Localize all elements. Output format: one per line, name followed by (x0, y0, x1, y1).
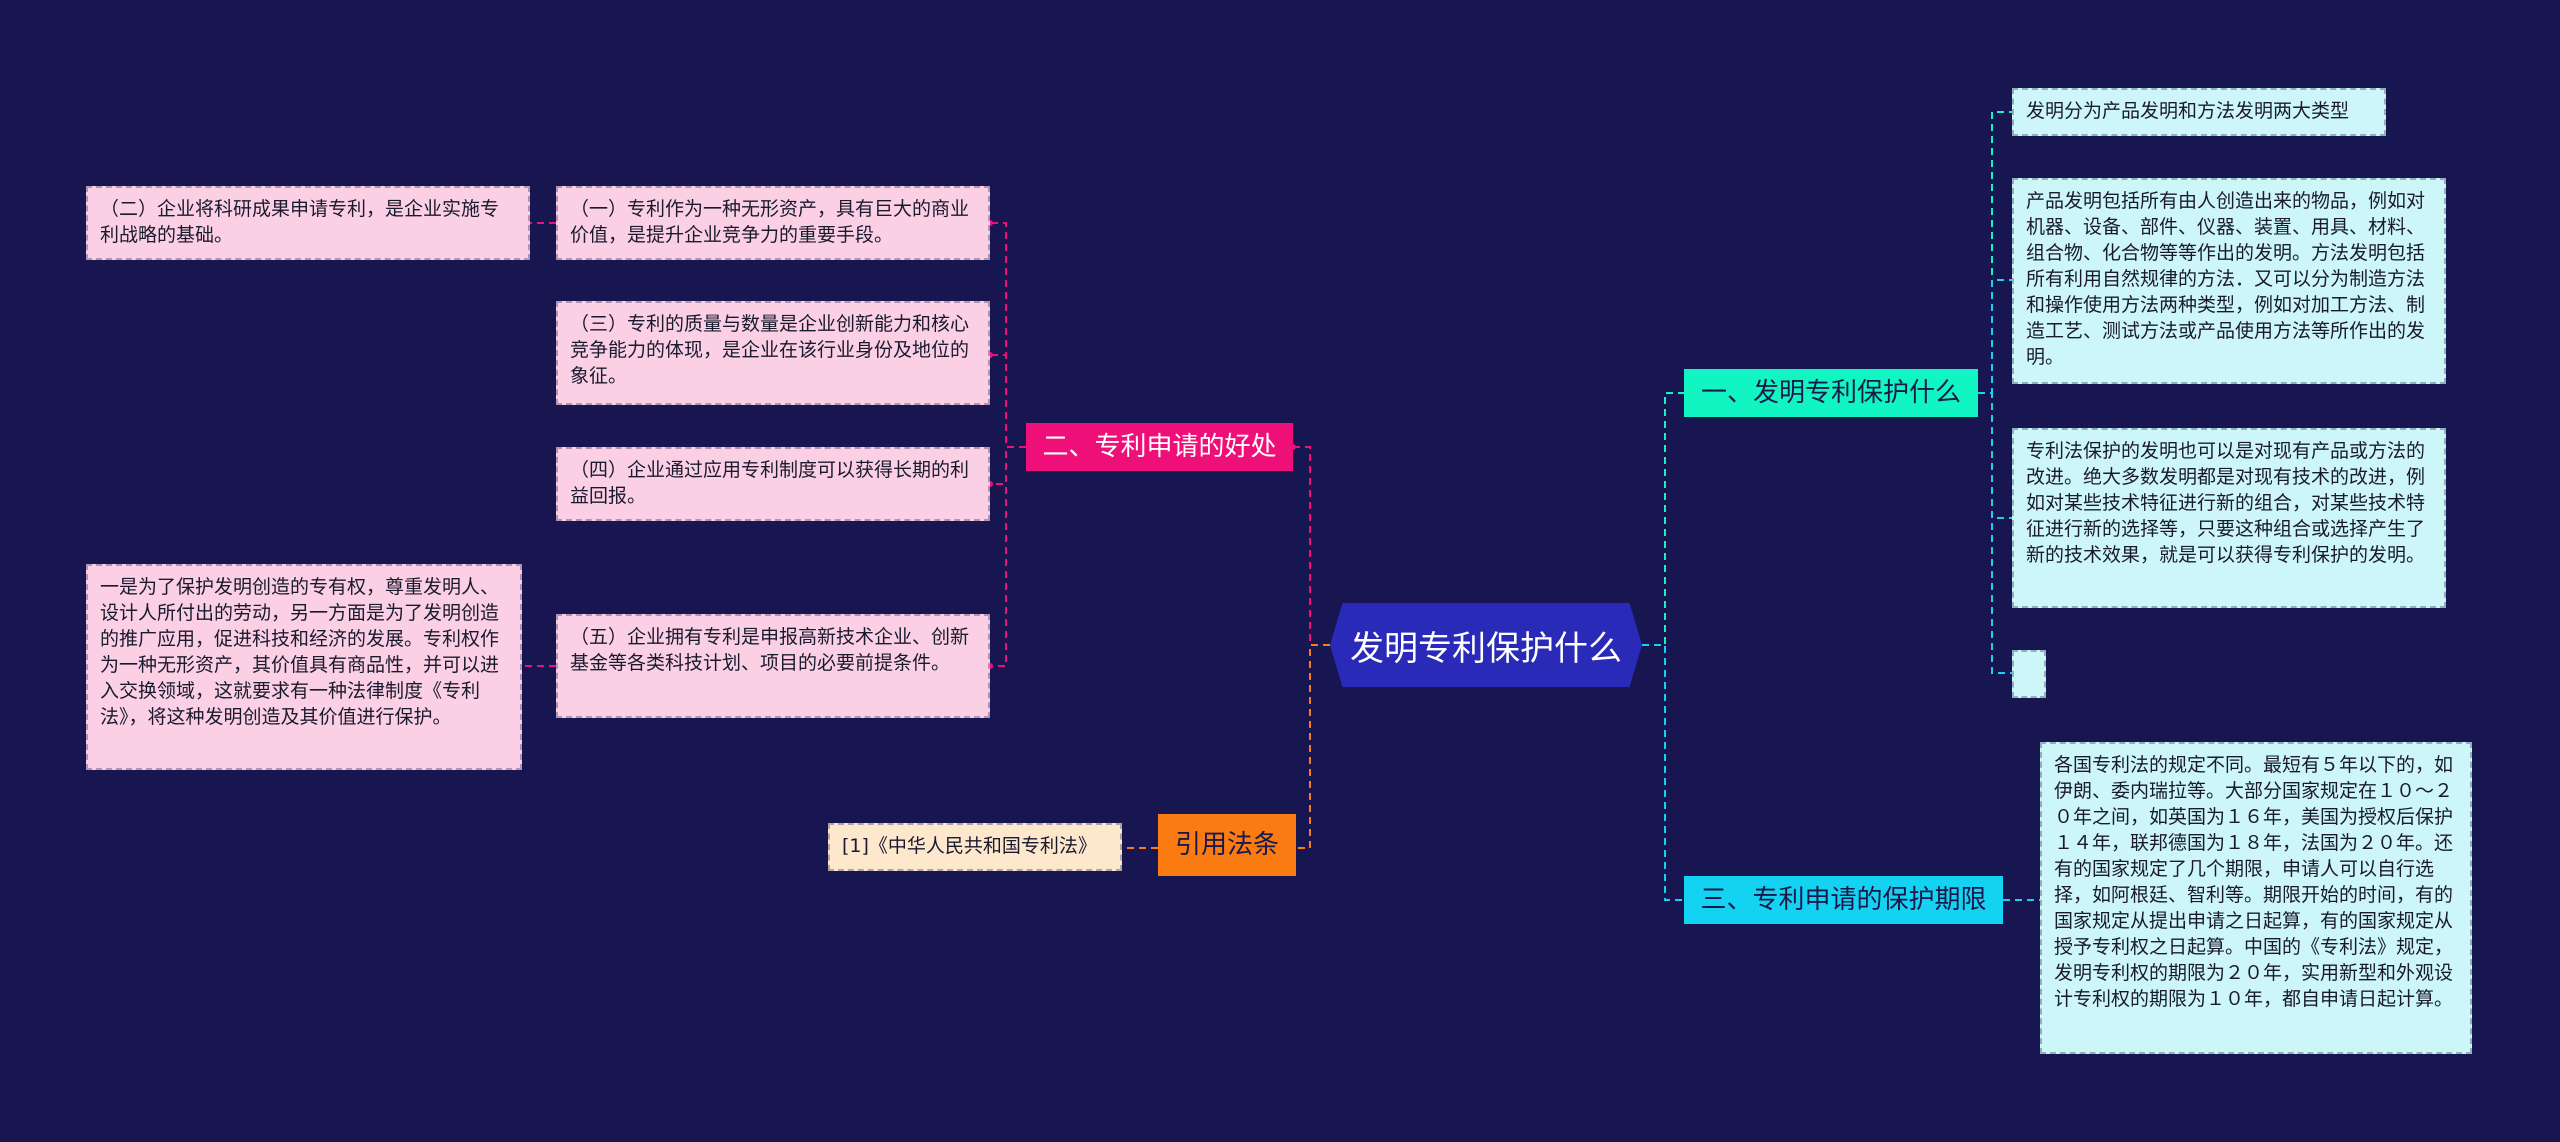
branch-citation[interactable]: 引用法条 (1158, 814, 1296, 876)
benefit-item-4: （四）企业通过应用专利制度可以获得长期的利益回报。 (556, 447, 990, 521)
branch-what-protected[interactable]: 一、发明专利保护什么 (1684, 369, 1978, 417)
benefit-item-5: （五）企业拥有专利是申报高新技术企业、创新基金等各类科技计划、项目的必要前提条件… (556, 614, 990, 718)
link-b2-item4 (990, 446, 1026, 485)
root-label: 发明专利保护什么 (1350, 628, 1622, 669)
benefit-sub-explanation: 一是为了保护发明创造的专有权，尊重发明人、设计人所付出的劳动，另一方面是为了发明… (86, 564, 522, 770)
branch-protection-term-label: 三、专利申请的保护期限 (1700, 885, 1987, 915)
citation-item[interactable]: [1]《中华人民共和国专利法》 (828, 823, 1122, 871)
link-root-b1 (1642, 392, 1684, 646)
protected-item-2: 产品发明包括所有由人创造出来的物品，例如对机器、设备、部件、仪器、装置、用具、材… (2012, 178, 2446, 384)
branch-benefits-label: 二、专利申请的好处 (1042, 432, 1277, 462)
link-b1-item2 (1978, 279, 2012, 394)
link-root-b4 (1296, 644, 1330, 849)
benefit-item-3: （三）专利的质量与数量是企业创新能力和核心竞争能力的体现，是企业在该行业身份及地… (556, 301, 990, 405)
link-root-b2 (1293, 446, 1330, 646)
protected-item-1: 发明分为产品发明和方法发明两大类型 (2012, 88, 2386, 136)
branch-citation-label: 引用法条 (1174, 830, 1279, 860)
link-b1-item3 (1978, 392, 2012, 519)
branch-benefits[interactable]: 二、专利申请的好处 (1026, 423, 1293, 471)
protection-term-item: 各国专利法的规定不同。最短有５年以下的，如伊朗、委内瑞拉等。大部分国家规定在１０… (2040, 742, 2472, 1054)
link-b2-item5 (990, 446, 1026, 667)
link-b2-item3 (990, 354, 1026, 448)
branch-protection-term[interactable]: 三、专利申请的保护期限 (1684, 876, 2003, 924)
link-b1-item1 (1978, 111, 2012, 394)
benefit-item-1: （一）专利作为一种无形资产，具有巨大的商业价值，是提升企业竞争力的重要手段。 (556, 186, 990, 260)
root-node[interactable]: 发明专利保护什么 (1330, 603, 1642, 687)
link-root-b3 (1642, 644, 1684, 901)
benefit-sub-2: （二）企业将科研成果申请专利，是企业实施专利战略的基础。 (86, 186, 530, 260)
branch-what-protected-label: 一、发明专利保护什么 (1700, 378, 1961, 408)
protected-item-empty (2012, 650, 2046, 698)
link-b1-item4 (1978, 392, 2012, 674)
link-b2-item1 (990, 222, 1026, 448)
protected-item-3: 专利法保护的发明也可以是对现有产品或方法的改进。绝大多数发明都是对现有技术的改进… (2012, 428, 2446, 608)
